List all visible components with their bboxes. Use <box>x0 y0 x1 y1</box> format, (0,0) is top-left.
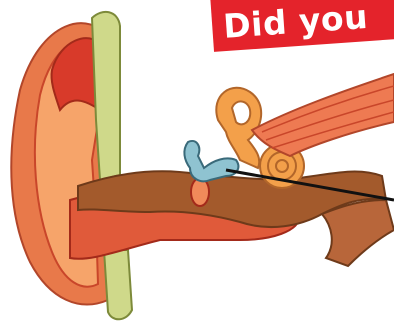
semicircular-loop <box>232 101 250 124</box>
auditory-nerve <box>252 74 394 156</box>
cartilage-lower <box>104 250 132 319</box>
ossicles <box>184 141 238 181</box>
eardrum <box>191 178 209 206</box>
ear-canal-tail <box>322 200 394 266</box>
